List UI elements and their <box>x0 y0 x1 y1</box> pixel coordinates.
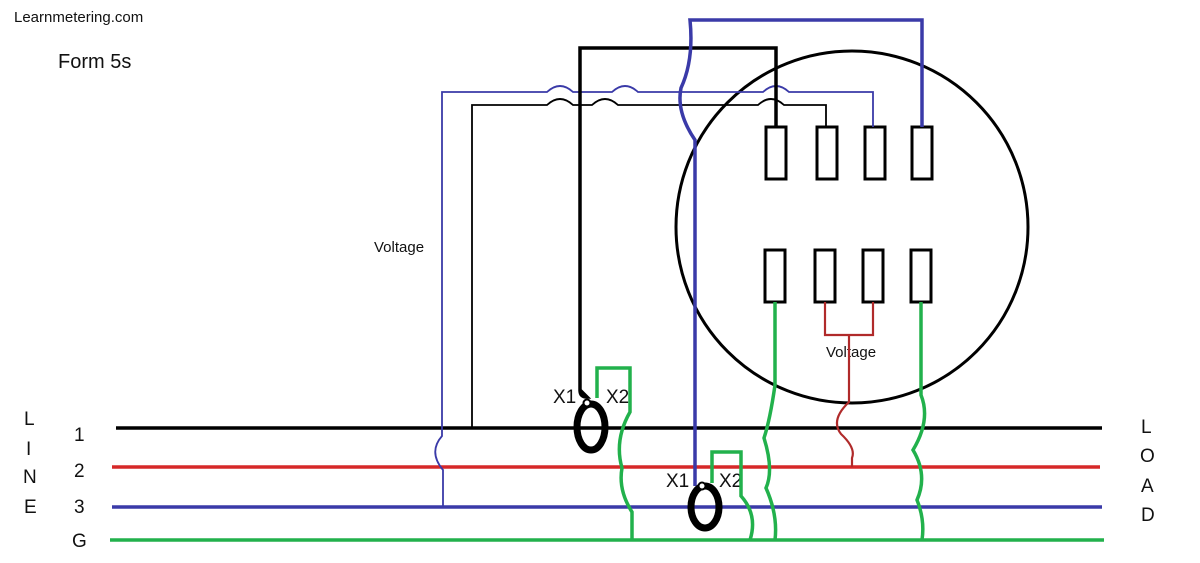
ct2-secondary-lead <box>678 18 924 486</box>
line-letter-l: L <box>24 409 35 430</box>
voltage-label-meter: Voltage <box>826 344 877 361</box>
terminal-bottom-4 <box>909 248 933 304</box>
terminal-bottom-3 <box>861 248 885 304</box>
load-letter-o: O <box>1140 446 1155 467</box>
ct2-polarity-dot <box>697 481 707 491</box>
line-letter-n: N <box>23 467 37 488</box>
voltage-jumper <box>823 302 875 337</box>
ct1-ground-loop <box>595 366 634 540</box>
terminal-top-2 <box>815 125 839 181</box>
voltage-lead-phase-2 <box>835 335 854 467</box>
conductor-g-label: G <box>72 531 87 552</box>
load-letter-l: L <box>1141 417 1152 438</box>
form-title: Form 5s <box>58 51 132 73</box>
conductor-3-label: 3 <box>74 497 85 518</box>
ct2-x2-label: X2 <box>719 471 743 492</box>
line-letter-e: E <box>24 497 37 518</box>
load-letter-d: D <box>1141 505 1155 526</box>
ct1-polarity-dot <box>582 398 592 408</box>
site-name: Learnmetering.com <box>14 9 144 26</box>
ct1-secondary-lead <box>578 46 778 399</box>
ground-lead-terminal-4 <box>910 302 927 541</box>
line-letter-i: I <box>26 439 32 460</box>
terminal-top-3 <box>863 125 887 181</box>
ct2-ground-loop <box>710 450 755 541</box>
ct1-x1-label: X1 <box>553 387 577 408</box>
ct1-x2-label: X2 <box>606 387 630 408</box>
voltage-label-left: Voltage <box>374 239 425 256</box>
voltage-lead-phase-1 <box>471 98 827 428</box>
terminal-top-1 <box>764 125 788 181</box>
load-letter-a: A <box>1141 476 1154 497</box>
terminal-bottom-1 <box>763 248 787 304</box>
ground-lead-terminal-1 <box>762 302 778 541</box>
conductor-1-label: 1 <box>74 425 85 446</box>
voltage-lead-phase-3 <box>434 85 874 507</box>
meter-circle <box>674 49 1030 405</box>
terminal-top-4 <box>910 125 934 181</box>
terminal-bottom-2 <box>813 248 837 304</box>
conductor-2-label: 2 <box>74 461 85 482</box>
ct2-x1-label: X1 <box>666 471 690 492</box>
